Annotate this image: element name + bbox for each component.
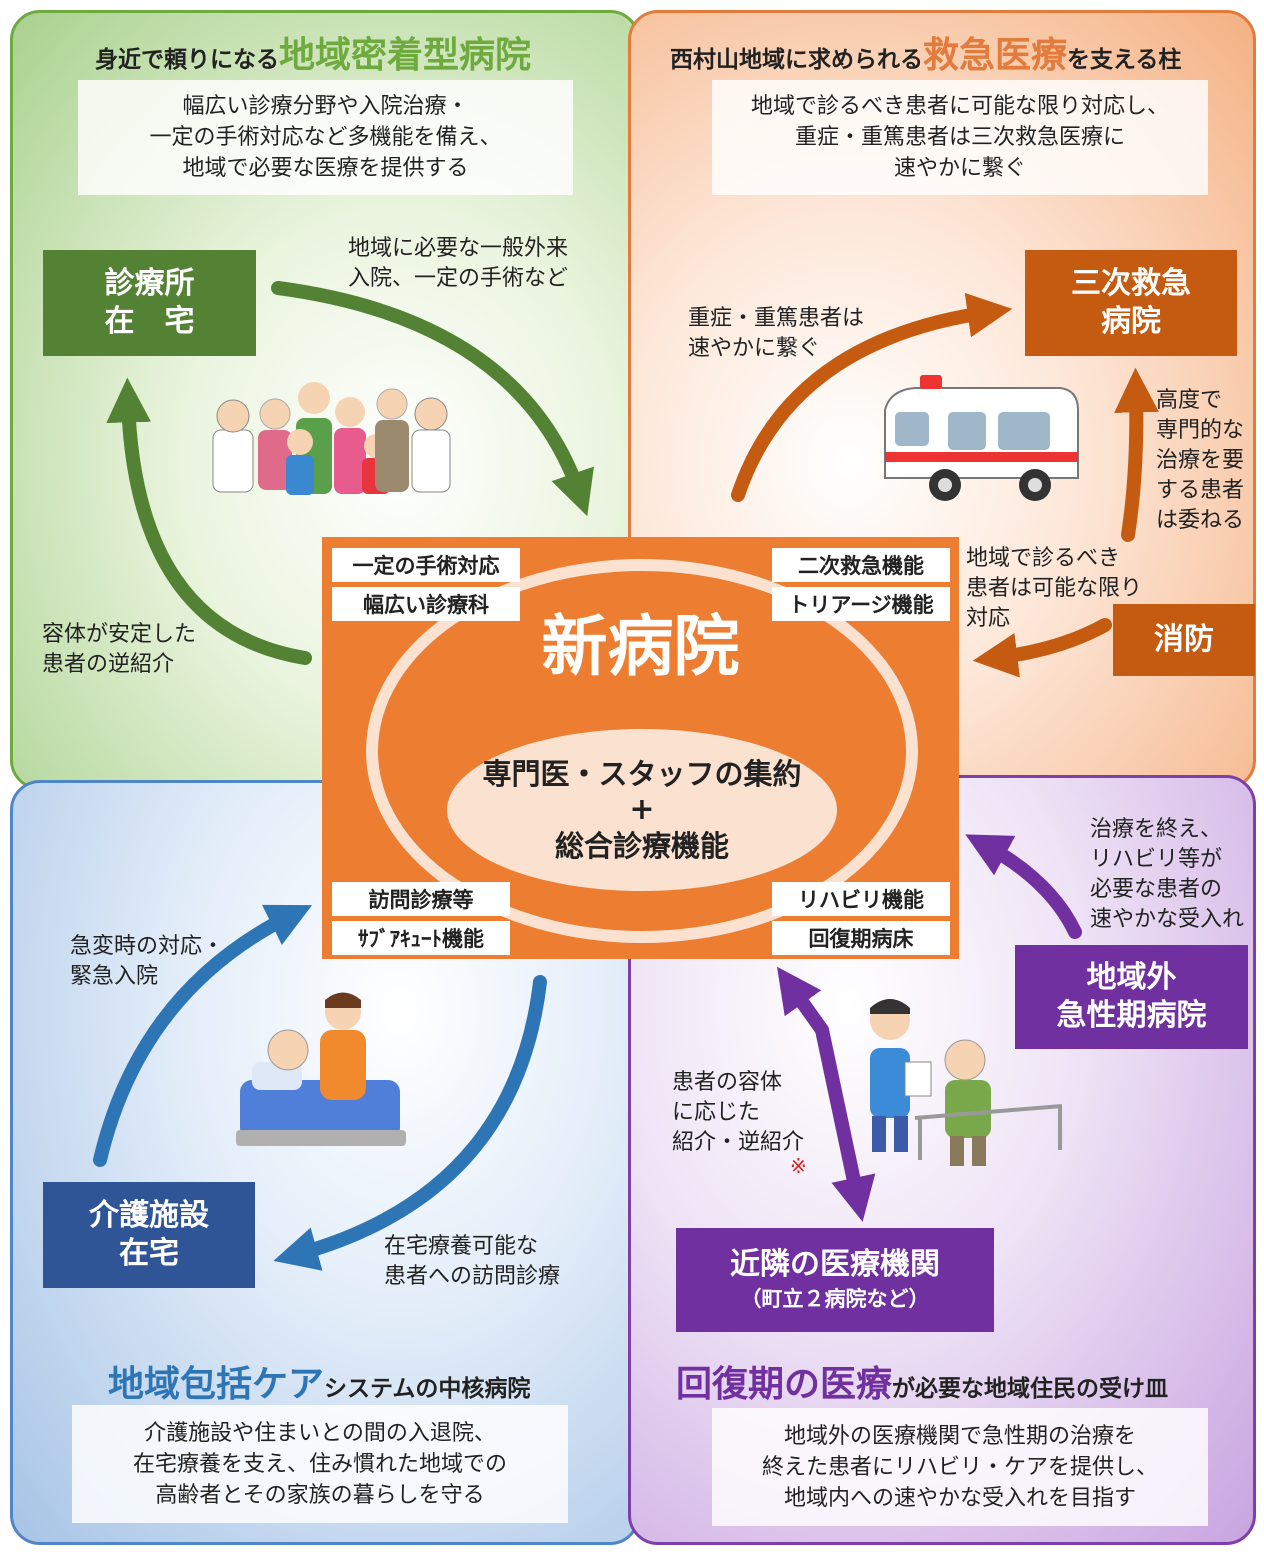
tag-subacute: ｻﾌﾞｱｷｭｰﾄ機能 xyxy=(332,921,510,955)
tertiary-emergency-box: 三次救急 病院 xyxy=(1025,250,1237,356)
referral-arrow-down xyxy=(815,1023,876,1222)
core-general-text: 総合診療機能 xyxy=(554,829,729,863)
care-heading-main: 地域包括ケア xyxy=(108,1364,325,1405)
community-heading-main: 地域密着型病院 xyxy=(279,35,532,76)
new-hospital-title: 新病院 xyxy=(541,608,740,685)
emergency-admission-arrow xyxy=(93,904,313,1167)
external-acute-hospital-box: 地域外 急性期病院 xyxy=(1015,945,1248,1049)
care-heading: 地域包括ケアシステムの中核病院 xyxy=(108,1355,530,1407)
community-heading: 身近で頼りになる地域密着型病院 xyxy=(95,26,531,78)
emergency-entrust-label: 高度で 専門的な 治療を要 する患者 は委ねる xyxy=(1156,388,1245,533)
care-home-visit-label: 在宅療養可能な 患者への訪問診療 xyxy=(384,1234,561,1289)
emergency-heading: 西村山地域に求められる救急医療を支える柱 xyxy=(670,26,1181,78)
care-heading-post: システムの中核病院 xyxy=(324,1376,531,1402)
new-hospital-panel: 新病院 専門医・スタッフの集約 + 総合診療機能 一定の手術対応 幅広い診療科 … xyxy=(322,537,959,959)
recovery-description: 地域外の医療機関で急性期の治療を 終えた患者にリハビリ・ケアを提供し、 地域内へ… xyxy=(712,1408,1208,1526)
nearby-institution-title: 近隣の医療機関 xyxy=(730,1247,940,1282)
tag-surgery: 一定の手術対応 xyxy=(332,548,520,582)
nursing-facility-box: 介護施設 在宅 xyxy=(43,1182,255,1288)
tag-secondary-emergency: 二次救急機能 xyxy=(772,548,950,582)
entrust-arrow xyxy=(1114,367,1159,542)
recovery-heading-post: が必要な地域住民の受け皿 xyxy=(892,1376,1169,1402)
recovery-heading: 回復期の医療が必要な地域住民の受け皿 xyxy=(676,1355,1168,1407)
referral-arrow-up xyxy=(777,966,829,1037)
clinic-home-box: 診療所 在 宅 xyxy=(43,250,256,356)
home-visit-arrow xyxy=(273,975,547,1271)
community-back-referral-label: 容体が安定した 患者の逆紹介 xyxy=(42,622,197,677)
emergency-heading-main: 救急医療 xyxy=(923,35,1068,76)
core-plus-sign: + xyxy=(629,792,655,827)
community-description: 幅広い診療分野や入院治療・ 一定の手術対応など多機能を備え、 地域で必要な医療を… xyxy=(78,80,573,195)
referral-asterisk: ※ xyxy=(790,1154,807,1178)
recovery-acceptance-label: 治療を終え、 リハビリ等が 必要な患者の 速やかな受入れ xyxy=(1090,817,1245,932)
recovery-referral-label: 患者の容体 に応じた 紹介・逆紹介 xyxy=(672,1070,805,1155)
nearby-institution-box: 近隣の医療機関 （町立２病院など） xyxy=(676,1228,994,1332)
care-description: 介護施設や住まいとの間の入退院、 在宅療養を支え、住み慣れた地域での 高齢者とそ… xyxy=(72,1405,568,1523)
emergency-heading-pre: 西村山地域に求められる xyxy=(670,47,923,73)
tag-visiting-care: 訪問診療等 xyxy=(332,882,510,916)
emergency-heading-post: を支える柱 xyxy=(1067,47,1182,73)
fire-arrow xyxy=(972,618,1112,678)
back-referral-arrow xyxy=(106,377,312,665)
tag-departments: 幅広い診療科 xyxy=(332,587,520,621)
outpatient-arrow xyxy=(271,281,594,517)
tag-rehabilitation: リハビリ機能 xyxy=(772,882,950,916)
community-heading-pre: 身近で頼りになる xyxy=(95,47,279,73)
care-emergency-label: 急変時の対応・ 緊急入院 xyxy=(70,934,225,989)
core-staff-text: 専門医・スタッフの集約 xyxy=(482,757,802,791)
acceptance-arrow xyxy=(965,834,1082,939)
transfer-arrow xyxy=(731,292,1013,502)
fire-response-label: 地域で診るべき 患者は可能な限り 対応 xyxy=(966,546,1143,631)
emergency-transfer-label: 重症・重篤患者は 速やかに繋ぐ xyxy=(688,306,865,361)
fire-department-box: 消防 xyxy=(1113,604,1255,676)
community-outpatient-label: 地域に必要な一般外来 入院、一定の手術など xyxy=(348,236,569,291)
tag-convalescent-beds: 回復期病床 xyxy=(772,921,950,955)
recovery-heading-main: 回復期の医療 xyxy=(676,1364,893,1405)
tag-triage: トリアージ機能 xyxy=(772,587,950,621)
emergency-description: 地域で診るべき患者に可能な限り対応し、 重症・重篤患者は三次救急医療に 速やかに… xyxy=(712,80,1208,195)
nearby-institution-subtitle: （町立２病院など） xyxy=(740,1287,930,1311)
new-hospital-core: 専門医・スタッフの集約 + 総合診療機能 xyxy=(447,729,837,891)
